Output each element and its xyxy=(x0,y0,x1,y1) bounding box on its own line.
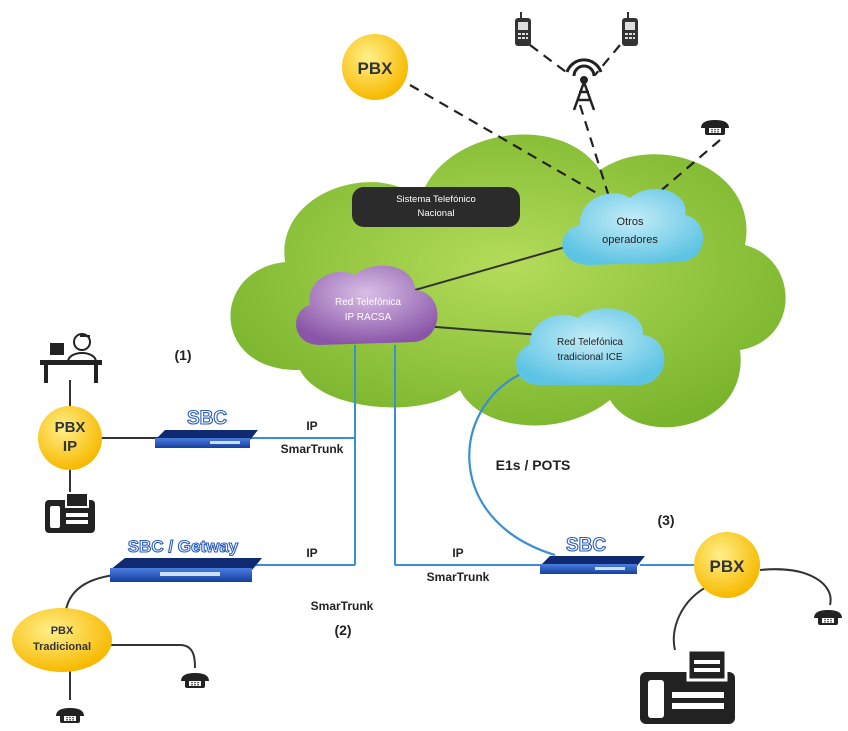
office-phone-icon-left xyxy=(45,492,95,533)
link-3-ip: IP xyxy=(452,546,463,560)
link-1-smartrunk: SmarTrunk xyxy=(281,442,344,456)
pbx-right-label: PBX xyxy=(710,557,746,576)
pbx-tradicional: PBX Tradicional xyxy=(12,608,112,672)
ice-cloud: Red Telefónica tradicional ICE xyxy=(516,308,665,385)
phone-icon-right xyxy=(814,610,842,625)
marker-1: (1) xyxy=(174,347,191,363)
e1-pots-label: E1s / POTS xyxy=(496,457,571,473)
person-at-desk-icon xyxy=(40,333,102,383)
marker-2: (2) xyxy=(334,622,351,638)
ice-label-line2: tradicional ICE xyxy=(557,352,622,363)
mobile-phone-icon-left xyxy=(515,12,531,46)
pbx-ip-line1: PBX xyxy=(55,419,86,436)
link-1-ip: IP xyxy=(306,419,317,433)
national-cloud xyxy=(230,134,786,428)
sbc-gateway-label: SBC / Getway xyxy=(128,537,239,556)
otros-label-line2: operadores xyxy=(602,234,658,246)
link-2-smartrunk: SmarTrunk xyxy=(311,599,374,613)
sbc-1-label: SBC xyxy=(187,408,227,429)
phone-icon-tradicional-right xyxy=(181,673,209,688)
sbc-device-1: SBC xyxy=(155,407,258,448)
otros-label-line1: Otros xyxy=(617,216,644,228)
marker-3: (3) xyxy=(657,512,674,528)
office-phone-icon-right xyxy=(640,648,735,724)
phone-icon-tradicional-bottom xyxy=(56,708,84,723)
sbc-gateway-device: SBC / Getway xyxy=(110,536,262,582)
pbx-tradicional-line2: Tradicional xyxy=(33,641,91,653)
pbx-tradicional-line1: PBX xyxy=(51,625,74,637)
sbc-3-label: SBC xyxy=(566,535,606,556)
otros-operadores-cloud: Otros operadores xyxy=(562,188,704,265)
ice-label-line1: Red Telefónica xyxy=(557,337,623,348)
antenna-tower-icon xyxy=(565,58,603,111)
pbx-ip: PBX IP xyxy=(38,406,102,470)
racsa-cloud: Red Telefónica IP RACSA xyxy=(296,265,438,345)
pbx-right: PBX xyxy=(694,532,760,598)
mobile-phone-icon-right xyxy=(622,12,638,46)
phone-icon-top-right xyxy=(701,120,729,135)
racsa-label-line1: Red Telefónica xyxy=(335,297,401,308)
pbx-ip-line2: IP xyxy=(63,438,77,455)
sbc-device-3: SBC xyxy=(540,534,645,574)
link-2-ip: IP xyxy=(306,546,317,560)
link-3-smartrunk: SmarTrunk xyxy=(427,570,490,584)
pbx-top: PBX xyxy=(342,34,408,100)
racsa-label-line2: IP RACSA xyxy=(345,312,392,323)
pbx-top-label: PBX xyxy=(358,59,394,78)
